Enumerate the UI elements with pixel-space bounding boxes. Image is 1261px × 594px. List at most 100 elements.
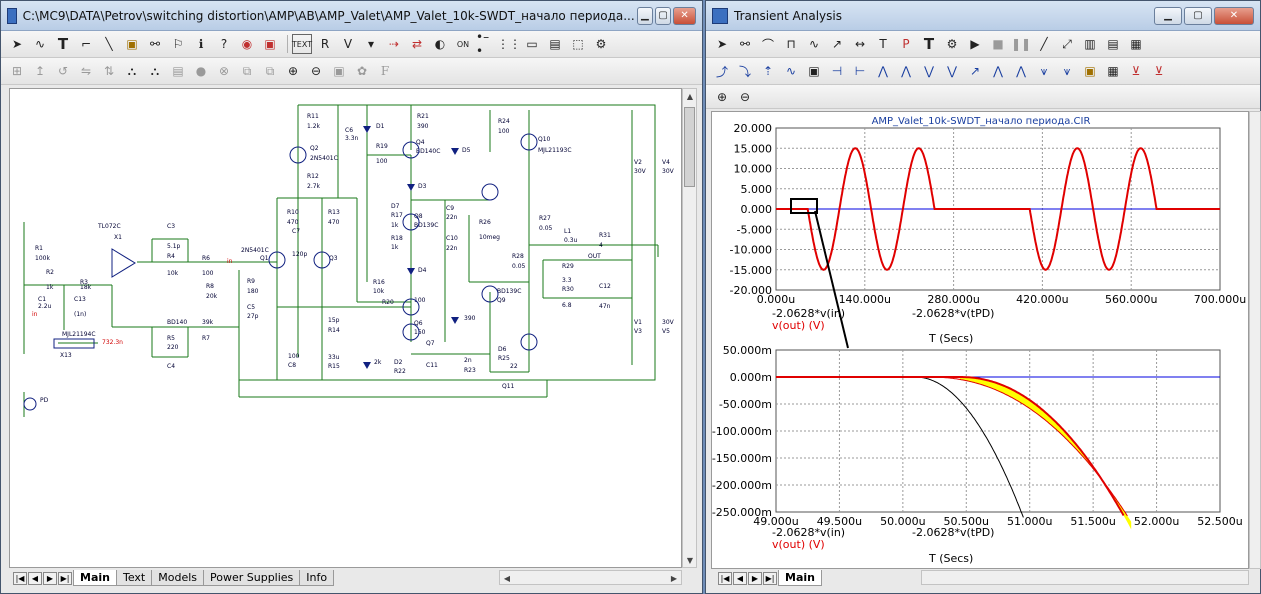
cursor-mode-icon[interactable]: ⋀ <box>1016 64 1026 78</box>
properties-icon[interactable]: ⚙ <box>595 37 607 51</box>
schematic-titlebar[interactable]: C:\MC9\DATA\Petrov\switching distortion\… <box>1 1 702 31</box>
condition-icon[interactable]: ◐ <box>434 37 446 51</box>
properties-icon[interactable]: ⚙ <box>946 37 958 51</box>
next-page-icon[interactable]: ▶ <box>748 571 762 585</box>
global-high-icon[interactable]: ⊣ <box>831 64 843 78</box>
font-icon[interactable]: F <box>380 64 390 78</box>
next-page-icon[interactable]: ▶ <box>43 571 57 585</box>
bottom-icon[interactable]: ⋀ <box>901 64 911 78</box>
run-icon[interactable]: ▶ <box>970 37 980 51</box>
transient-maximize-button[interactable]: ▢ <box>1184 6 1212 25</box>
page-icon[interactable]: ▤ <box>172 64 184 78</box>
step-icon[interactable]: ↥ <box>34 64 46 78</box>
scroll-up-arrow-icon[interactable]: ▲ <box>686 91 694 101</box>
attribute-icon[interactable]: V <box>343 37 353 51</box>
tag-icon[interactable]: P <box>902 37 910 51</box>
flip-icon[interactable]: ⇋ <box>80 64 92 78</box>
pin-connection-icon[interactable]: •–• <box>476 30 490 58</box>
maximize-button[interactable]: ▢ <box>654 6 672 25</box>
bus-icon[interactable]: ▣ <box>126 37 138 51</box>
line-points-icon[interactable]: ⤢ <box>1062 36 1072 51</box>
top-icon[interactable]: ⋀ <box>878 64 888 78</box>
component-icon[interactable]: ⚯ <box>149 37 161 51</box>
settings-icon[interactable]: ✿ <box>356 64 368 78</box>
low-icon[interactable]: ∿ <box>785 64 797 78</box>
cancel-icon[interactable]: ⊗ <box>218 64 230 78</box>
graph3-icon[interactable]: ∿ <box>808 37 820 51</box>
prev-page-icon[interactable]: ◀ <box>28 571 42 585</box>
zoom-in-icon[interactable]: ⊕ <box>716 89 728 104</box>
text-icon[interactable]: T <box>57 35 69 53</box>
zoom-in-icon[interactable]: ⊕ <box>287 64 299 78</box>
binoculars-icon[interactable]: ⛬ <box>127 63 137 78</box>
on-icon[interactable]: ON <box>456 39 470 49</box>
tab-info[interactable]: Info <box>299 570 335 586</box>
power-icon[interactable]: ⇄ <box>411 37 423 51</box>
high-icon[interactable]: ⇡ <box>762 64 774 78</box>
pause-icon[interactable]: ❚❚ <box>1010 37 1032 51</box>
scroll-down-arrow-icon[interactable]: ▼ <box>686 555 694 565</box>
info-icon[interactable]: ℹ <box>198 37 204 51</box>
stop-icon[interactable]: ■ <box>992 37 1004 51</box>
scale-icon[interactable]: ⚯ <box>739 37 751 51</box>
graph2-icon[interactable]: ⊓ <box>786 37 796 51</box>
select-arrow-icon[interactable]: ➤ <box>11 37 23 51</box>
text-tag-icon[interactable]: T <box>879 37 887 51</box>
grid-table-icon[interactable]: ▦ <box>1107 64 1119 78</box>
copy-icon[interactable]: ⧉ <box>242 63 252 78</box>
transient-hscroll[interactable] <box>921 570 1249 585</box>
probe-icon[interactable]: ▾ <box>367 37 375 51</box>
flag-icon[interactable]: ⚐ <box>172 37 184 51</box>
vscroll-thumb[interactable] <box>684 107 695 187</box>
last-page-icon[interactable]: ▶| <box>763 571 777 585</box>
schematic-vscroll[interactable]: ▲ ▼ <box>682 88 697 568</box>
scroll-left-arrow-icon[interactable]: ◀ <box>503 573 511 583</box>
border-icon[interactable]: ▭ <box>526 37 538 51</box>
cursor-right-icon[interactable]: ⋀ <box>993 64 1003 78</box>
transient-close-button[interactable]: ✕ <box>1214 6 1254 25</box>
inflection-icon[interactable]: ▣ <box>808 64 820 78</box>
close-button[interactable]: ✕ <box>673 6 696 25</box>
tab-main[interactable]: Main <box>778 570 822 586</box>
tab-main[interactable]: Main <box>73 570 117 586</box>
node-numbers-icon[interactable]: R <box>320 37 330 51</box>
text-box-icon[interactable]: TEXT <box>292 34 312 54</box>
zoom-out-icon[interactable]: ⊖ <box>310 64 322 78</box>
global-low-icon[interactable]: ⊢ <box>854 64 866 78</box>
horizontal-tag-icon[interactable]: ↔ <box>854 37 866 51</box>
yx-icon[interactable]: ⊻ <box>1154 64 1164 78</box>
cursor-mode3-icon[interactable]: ⩛ <box>1063 63 1071 78</box>
tab-models[interactable]: Models <box>151 570 204 586</box>
align-icon[interactable]: ⊞ <box>11 64 23 78</box>
tab-power-supplies[interactable]: Power Supplies <box>203 570 301 586</box>
help-icon[interactable]: ? <box>220 37 228 51</box>
orthogonal-wire-icon[interactable]: ⌐ <box>80 37 92 51</box>
schematic-canvas[interactable]: R11 1.2k C6 3.3n D1 R21 390 Q2 2N5401C R… <box>9 88 682 568</box>
table2-icon[interactable]: ▤ <box>1107 37 1119 51</box>
xy-icon[interactable]: ⊻ <box>1131 64 1141 78</box>
warning-icon[interactable]: ● <box>195 64 207 78</box>
select-arrow-icon[interactable]: ➤ <box>716 37 728 51</box>
palette-icon[interactable]: ▣ <box>1084 64 1096 78</box>
graph-icon[interactable]: ⌒ <box>761 37 774 52</box>
last-page-icon[interactable]: ▶| <box>58 571 72 585</box>
first-page-icon[interactable]: |◀ <box>718 571 732 585</box>
schematic-hscroll[interactable]: ◀ ▶ <box>499 570 682 585</box>
table-icon[interactable]: ▥ <box>1084 37 1096 51</box>
cursor-mode2-icon[interactable]: ⩛ <box>1040 63 1048 78</box>
point-tag-icon[interactable]: ↗ <box>831 37 843 51</box>
tab-text[interactable]: Text <box>115 570 153 586</box>
wire-icon[interactable]: ∿ <box>34 37 46 51</box>
slope2-icon[interactable]: ⋁ <box>947 64 957 78</box>
transient-vscroll[interactable] <box>1249 111 1261 569</box>
first-page-icon[interactable]: |◀ <box>13 571 27 585</box>
paste-icon[interactable]: ⧉ <box>265 63 275 78</box>
valley-icon[interactable]: ⤵ <box>738 64 751 79</box>
peak-icon[interactable]: ⤴ <box>715 64 728 79</box>
transient-minimize-button[interactable]: ▁ <box>1154 6 1182 25</box>
rotate-icon[interactable]: ↺ <box>57 64 69 78</box>
diagonal-wire-icon[interactable]: ╲ <box>105 37 113 51</box>
scroll-right-arrow-icon[interactable]: ▶ <box>670 573 678 583</box>
globe-icon[interactable]: ◉ <box>241 37 253 51</box>
stop-icon[interactable]: ▣ <box>264 37 276 51</box>
